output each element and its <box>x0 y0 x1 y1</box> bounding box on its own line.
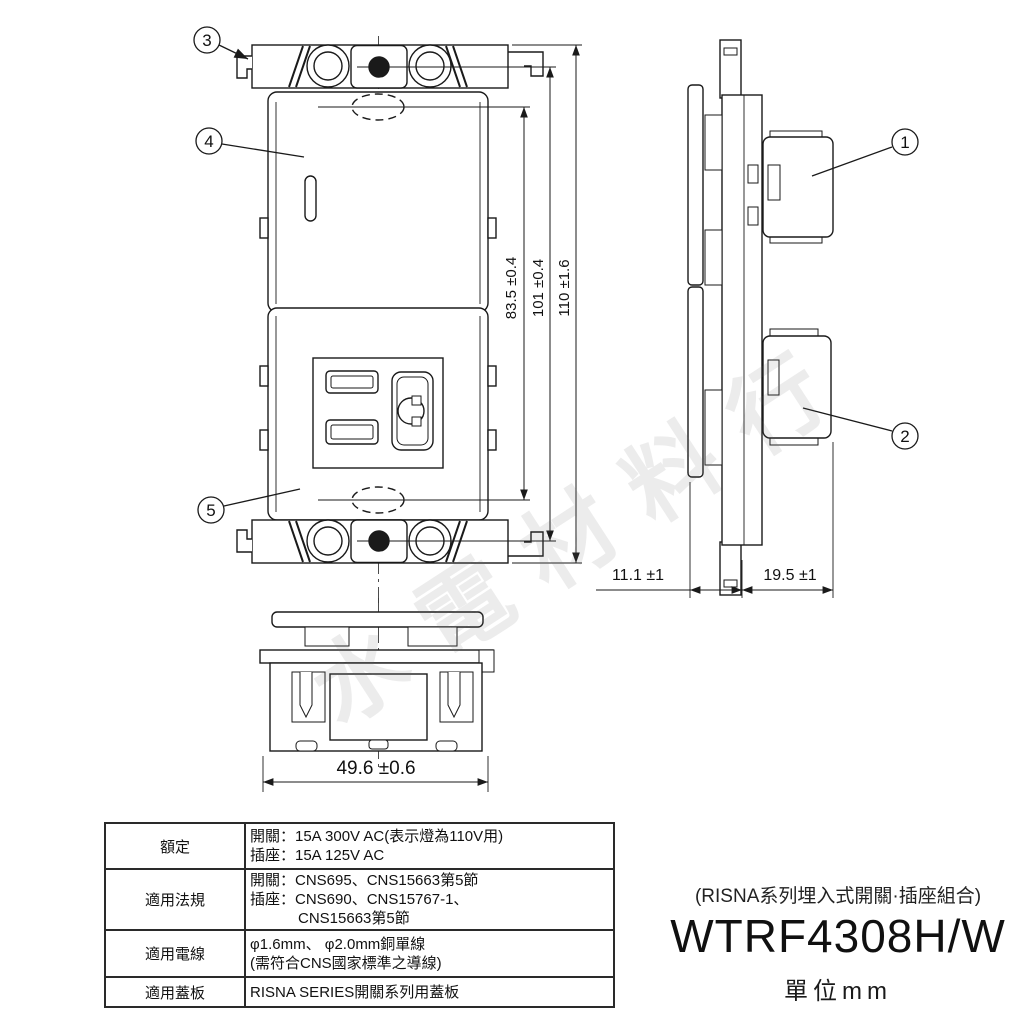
bottom-view <box>259 598 495 770</box>
callout-4-number: 4 <box>204 132 213 151</box>
spec-label-cell: 適用電線 <box>104 929 246 978</box>
side-callouts: 1 2 <box>802 128 919 450</box>
product-series-note: (RISNA系列埋入式開關·插座組合) <box>694 886 982 907</box>
technical-drawing: 83.5 ±0.4 101 ±0.4 110 ±1.6 3 4 5 <box>193 26 919 792</box>
front-view <box>236 36 544 608</box>
spec-table: 額定 開關：15A 300V AC(表示燈為110V用) 插座：15A 125V… <box>104 822 615 1008</box>
spec-line: 開關：CNS695、CNS15663第5節 <box>250 872 479 889</box>
dim-front-depth: 19.5 ±1 <box>763 567 816 584</box>
spec-value-cell: 開關：CNS695、CNS15663第5節 插座：CNS690、CNS15767… <box>244 868 615 931</box>
cover-plate-upper <box>687 84 704 286</box>
callout-5-number: 5 <box>206 501 215 520</box>
callout-2-bubble <box>891 422 919 450</box>
cover-edge-bottom <box>271 611 484 628</box>
switch-block-side <box>762 136 834 238</box>
callout-2-number: 2 <box>900 427 909 446</box>
spec-line: 開關：15A 300V AC(表示燈為110V用) <box>250 828 504 845</box>
spec-line: RISNA SERIES開關系列用蓋板 <box>250 983 460 1001</box>
dim-inner-pitch: 83.5 ±0.4 <box>503 257 520 319</box>
product-info: (RISNA系列埋入式開關·插座組合) WTRF4308H/W 單位mm <box>652 881 1024 1006</box>
top-mounting-yoke <box>236 44 544 89</box>
table-row: 適用蓋板 RISNA SERIES開關系列用蓋板 <box>104 976 615 1008</box>
callout-4-bubble <box>195 127 223 155</box>
callout-1-bubble <box>891 128 919 156</box>
dim-overall-width: 49.6 ±0.6 <box>336 758 415 779</box>
dim-rear-depth: 11.1 ±1 <box>612 567 664 584</box>
spec-line: CNS15663第5節 <box>298 910 410 927</box>
callout-3-bubble <box>193 26 221 54</box>
spec-line: (需符合CNS國家標準之導線) <box>250 954 442 972</box>
side-view <box>687 39 834 596</box>
outlet-block-side <box>762 335 832 439</box>
callout-5-bubble <box>197 496 225 524</box>
table-row: 適用電線 φ1.6mm、 φ2.0mm銅單線 (需符合CNS國家標準之導線) <box>104 929 615 978</box>
cover-plate-lower <box>687 286 704 478</box>
spec-label-cell: 適用法規 <box>104 868 246 931</box>
spec-value-cell: 開關：15A 300V AC(表示燈為110V用) 插座：15A 125V AC <box>244 822 615 870</box>
dim-overall-height: 110 ±1.6 <box>556 259 573 316</box>
dim-screw-pitch: 101 ±0.4 <box>530 259 547 317</box>
front-dimensions: 83.5 ±0.4 101 ±0.4 110 ±1.6 <box>318 44 582 564</box>
spec-label-cell: 額定 <box>104 822 246 870</box>
outlet-face <box>312 357 444 469</box>
bottom-dimensions: 49.6 ±0.6 <box>262 756 489 792</box>
spec-line: φ1.6mm、 φ2.0mm銅單線 <box>250 935 426 953</box>
table-row: 適用法規 開關：CNS695、CNS15663第5節 插座：CNS690、CNS… <box>104 868 615 931</box>
product-model: WTRF4308H/W <box>670 910 1006 962</box>
spec-value-cell: RISNA SERIES開關系列用蓋板 <box>244 976 615 1008</box>
spec-line: 插座：15A 125V AC <box>250 847 385 864</box>
outlet-module-front <box>267 307 489 521</box>
callout-1-number: 1 <box>900 133 909 152</box>
unit-label: 單位mm <box>784 978 892 1005</box>
spec-value-cell: φ1.6mm、 φ2.0mm銅單線 (需符合CNS國家標準之導線) <box>244 929 615 978</box>
callout-3-number: 3 <box>202 31 211 50</box>
front-callouts: 3 4 5 <box>193 26 305 524</box>
spec-line: 插座：CNS690、CNS15767-1、 <box>250 891 469 908</box>
spec-label-cell: 適用蓋板 <box>104 976 246 1008</box>
switch-module-front <box>267 91 489 313</box>
side-dimensions: 11.1 ±1 19.5 ±1 <box>596 442 834 598</box>
pilot-lamp-slot <box>304 175 317 222</box>
bottom-mounting-yoke <box>236 519 544 564</box>
table-row: 額定 開關：15A 300V AC(表示燈為110V用) 插座：15A 125V… <box>104 822 615 870</box>
